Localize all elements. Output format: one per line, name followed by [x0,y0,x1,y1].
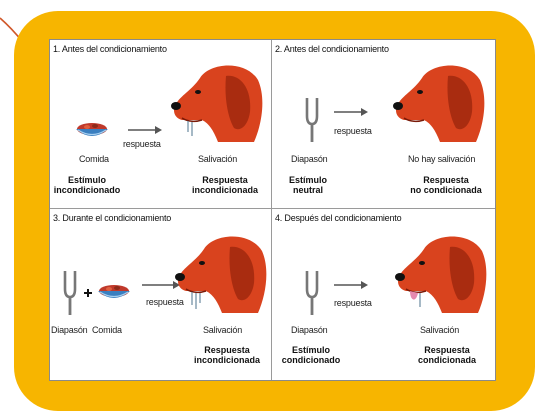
response-label: Salivación [420,325,460,335]
panel-before-conditioning-1: 1. Antes del condicionamiento Comida res… [50,40,272,209]
stimulus-label: Diapasón [291,154,328,164]
dog-head-icon [395,236,487,313]
food-bowl-icon [98,285,130,298]
response-label: No hay salivación [408,154,476,164]
dog-head-icon [393,65,485,142]
stimulus-label: Diapasón [51,325,88,335]
conditioning-diagram: 1. Antes del condicionamiento Comida res… [49,39,496,381]
panel-title: 4. Después del condicionamiento [275,213,402,223]
stimulus-bold-label: Estímulo condicionado [281,345,341,365]
dog-head-icon [171,65,263,142]
panel-during-conditioning: 3. Durante el condicionamiento Diapasón … [50,209,272,380]
panel-before-conditioning-2: 2. Antes del condicionamiento Diapasón r… [272,40,495,209]
arrow-label: respuesta [146,297,184,307]
panel-title: 3. Durante el condicionamiento [53,213,172,223]
response-label: Salivación [198,154,238,164]
arrow-label: respuesta [123,139,161,149]
response-bold-label: Respuesta incondicionada [193,345,260,365]
dog-head-icon [175,236,267,313]
tuning-fork-icon [305,98,319,142]
response-bold-label: Respuesta incondicionada [191,175,258,195]
response-bold-label: Respuesta condicionada [417,345,476,365]
stimulus-label-2: Comida [92,325,122,335]
panel-after-conditioning: 4. Después del condicionamiento Diapasón… [272,209,495,380]
panel-title: 2. Antes del condicionamiento [275,44,389,54]
arrow-right-icon [128,126,162,134]
arrow-right-icon [142,281,180,289]
arrow-label: respuesta [334,126,372,136]
response-bold-label: Respuesta no condicionada [410,175,482,195]
stimulus-bold-label: Estímulo incondicionado [53,175,121,195]
stimulus-label: Diapasón [291,325,328,335]
arrow-label: respuesta [334,298,372,308]
arrow-right-icon [334,108,368,116]
stimulus-label: Comida [79,154,109,164]
stimulus-bold-label: Estímulo neutral [288,175,327,195]
tuning-fork-icon [305,271,319,315]
food-bowl-icon [76,123,108,136]
panel-title: 1. Antes del condicionamiento [53,44,167,54]
arrow-right-icon [334,281,368,289]
tuning-fork-icon [63,271,77,315]
response-label: Salivación [203,325,243,335]
plus-icon [84,289,92,297]
